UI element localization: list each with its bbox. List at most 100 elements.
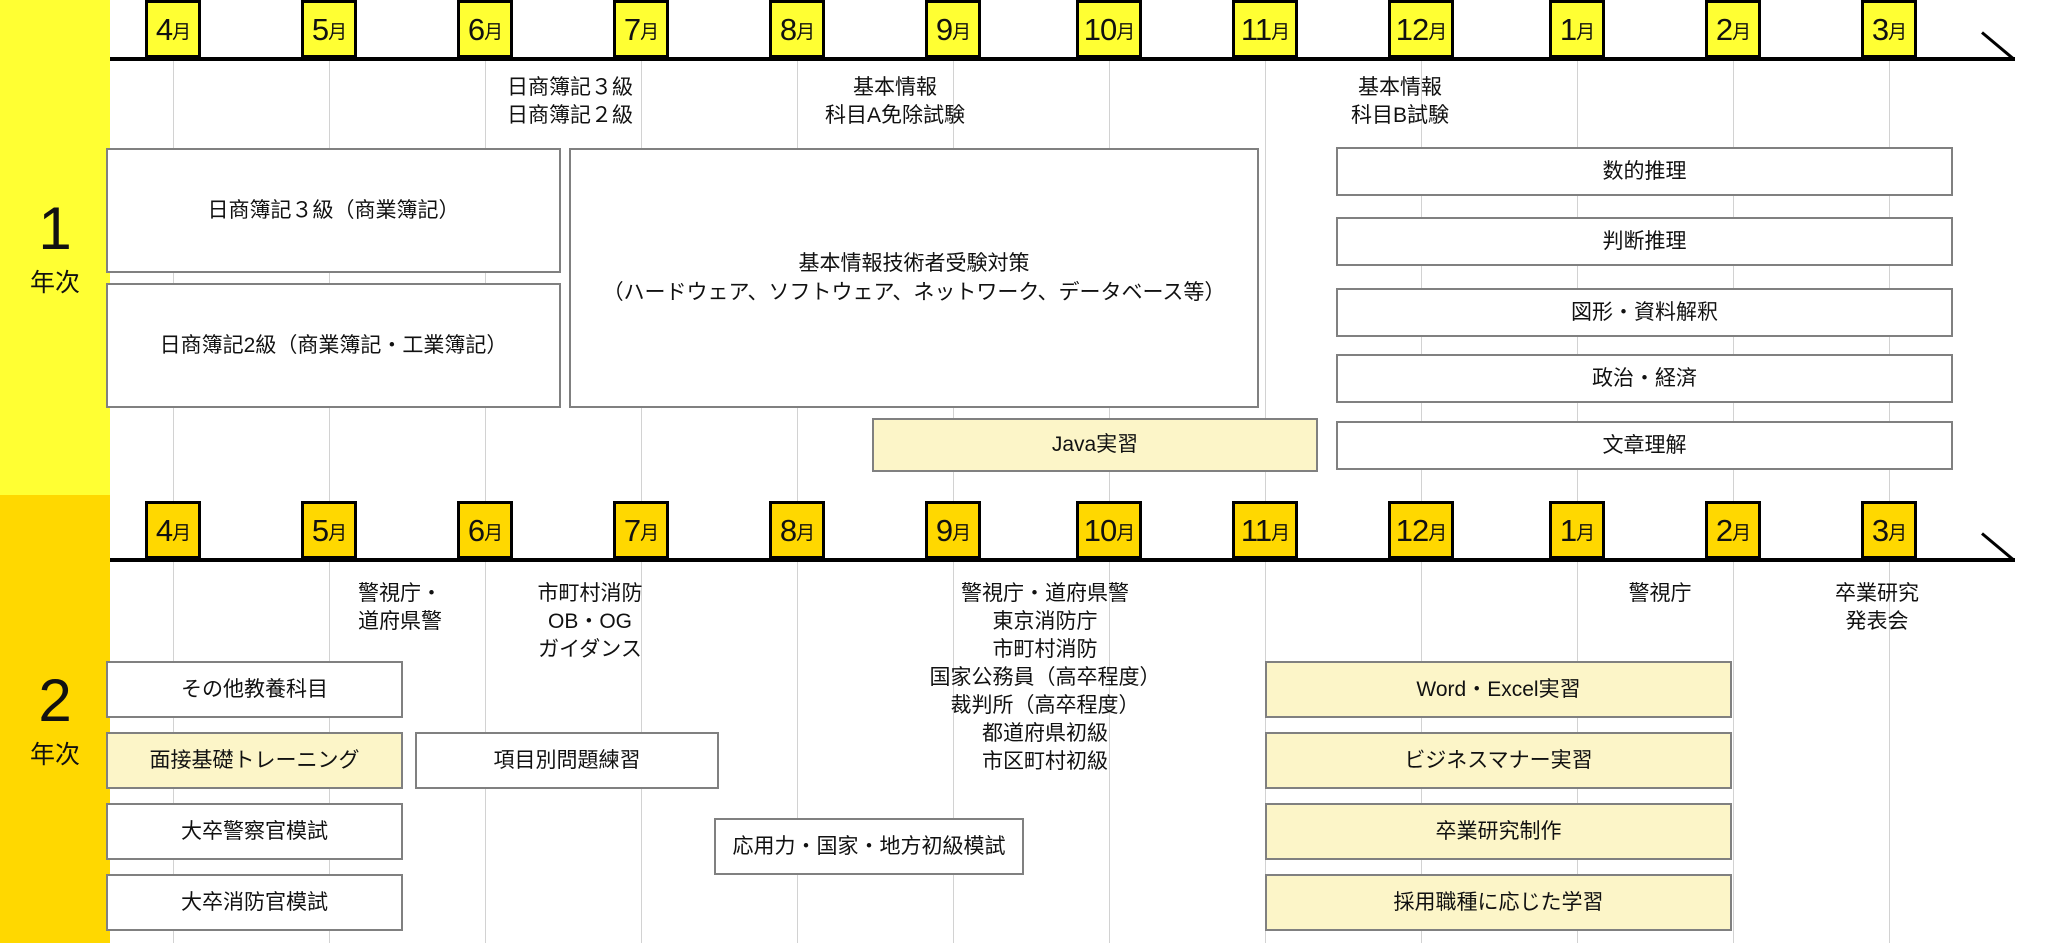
course-bar-other-liberal-arts[interactable]: その他教養科目 xyxy=(106,661,403,718)
course-bar-judgement-reasoning[interactable]: 判断推理 xyxy=(1336,217,1953,266)
month-kanji: 月 xyxy=(1888,22,1907,43)
timeline-axis-year1 xyxy=(110,57,2015,61)
course-bar-job-specific-study[interactable]: 採用職種に応じた学習 xyxy=(1265,874,1732,931)
course-bar-figure-data-interpretation[interactable]: 図形・資料解釈 xyxy=(1336,288,1953,337)
course-bar-interview-training[interactable]: 面接基礎トレーニング xyxy=(106,732,403,789)
axis-arrow-head-year1 xyxy=(1981,31,2014,60)
month-number: 5 xyxy=(311,11,329,47)
month-kanji: 月 xyxy=(1732,22,1751,43)
course-bar-fe-prep[interactable]: 基本情報技術者受験対策 （ハードウェア、ソフトウェア、ネットワーク、データベース… xyxy=(569,148,1259,408)
course-bar-java-practice[interactable]: Java実習 xyxy=(872,418,1318,472)
gridline xyxy=(485,495,486,943)
course-bar-topic-practice[interactable]: 項目別問題練習 xyxy=(415,732,719,789)
month-number: 3 xyxy=(1871,11,1889,47)
gridline xyxy=(797,495,798,943)
course-bar-police-mock-exam[interactable]: 大卒警察官模試 xyxy=(106,803,403,860)
gridline xyxy=(641,495,642,943)
note-bookkeeping-exam: 日商簿記３級 日商簿記２級 xyxy=(507,76,633,127)
month-kanji: 月 xyxy=(1116,523,1135,544)
month-kanji: 月 xyxy=(1888,523,1907,544)
note-fe-exam-a: 基本情報 科目A免除試験 xyxy=(824,76,965,127)
course-bar-graduation-research[interactable]: 卒業研究制作 xyxy=(1265,803,1732,860)
month-kanji: 月 xyxy=(172,22,191,43)
month-kanji: 月 xyxy=(172,523,191,544)
note-police-second: 警視庁 xyxy=(1628,582,1692,605)
year-number: 2 xyxy=(38,666,72,734)
course-bar-firefighter-mock-exam[interactable]: 大卒消防官模試 xyxy=(106,874,403,931)
course-bar-word-excel[interactable]: Word・Excel実習 xyxy=(1265,661,1732,718)
gridline xyxy=(1733,60,1734,495)
month-number: 2 xyxy=(1715,512,1733,548)
month-number: 9 xyxy=(935,11,953,47)
month-number: 1 xyxy=(1559,11,1577,47)
month-number: 11 xyxy=(1240,512,1272,548)
gridline xyxy=(329,60,330,495)
month-kanji: 月 xyxy=(640,523,659,544)
gridline xyxy=(953,495,954,943)
course-bar-bookkeeping2[interactable]: 日商簿記2級（商業簿記・工業簿記） xyxy=(106,283,561,408)
month-kanji: 月 xyxy=(1271,22,1290,43)
gridline xyxy=(1577,495,1578,943)
note-fire-dept-guidance: 市町村消防 OB・OG ガイダンス xyxy=(537,582,643,661)
month-kanji: 月 xyxy=(1576,523,1595,544)
note-graduation-presentation: 卒業研究 発表会 xyxy=(1835,582,1919,633)
month-number: 8 xyxy=(779,512,797,548)
course-bar-numerical-reasoning[interactable]: 数的推理 xyxy=(1336,147,1953,196)
month-kanji: 月 xyxy=(1428,22,1447,43)
month-kanji: 月 xyxy=(328,22,347,43)
sidebar-year-2: 2 年次 xyxy=(0,495,110,943)
month-kanji: 月 xyxy=(328,523,347,544)
month-number: 7 xyxy=(623,512,641,548)
course-bar-applied-mock-exam[interactable]: 応用力・国家・地方初級模試 xyxy=(714,818,1024,875)
course-bar-reading-comprehension[interactable]: 文章理解 xyxy=(1336,421,1953,470)
month-kanji: 月 xyxy=(484,523,503,544)
gridline xyxy=(1889,60,1890,495)
gridline xyxy=(329,495,330,943)
gridline xyxy=(1889,495,1890,943)
month-number: 6 xyxy=(467,512,485,548)
year-sidebar: 1 年次 2 年次 xyxy=(0,0,110,943)
month-kanji: 月 xyxy=(1428,523,1447,544)
course-bar-bookkeeping3[interactable]: 日商簿記３級（商業簿記） xyxy=(106,148,561,273)
gridline xyxy=(1109,495,1110,943)
month-number: 5 xyxy=(311,512,329,548)
note-police-recruiting: 警視庁・ 道府県警 xyxy=(358,582,442,633)
note-public-service-exams: 警視庁・道府県警 東京消防庁 市町村消防 国家公務員（高卒程度） 裁判所（高卒程… xyxy=(929,582,1161,773)
gridline xyxy=(1733,495,1734,943)
month-number: 8 xyxy=(779,11,797,47)
course-bar-politics-economics[interactable]: 政治・経済 xyxy=(1336,354,1953,403)
month-number: 7 xyxy=(623,11,641,47)
course-bar-business-manners[interactable]: ビジネスマナー実習 xyxy=(1265,732,1732,789)
month-number: 11 xyxy=(1240,11,1272,47)
gridline xyxy=(1421,495,1422,943)
month-kanji: 月 xyxy=(952,523,971,544)
month-number: 12 xyxy=(1395,512,1429,548)
month-kanji: 月 xyxy=(796,22,815,43)
